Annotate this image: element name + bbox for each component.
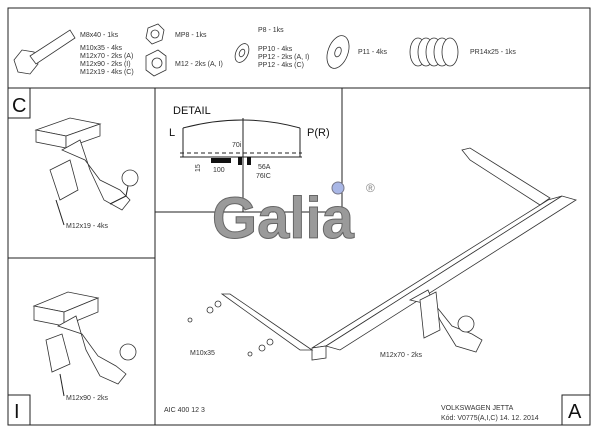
- view-a-letter-box: [561, 394, 591, 426]
- reinforcement-bar: [211, 158, 231, 163]
- logo-registered: ®: [366, 181, 375, 195]
- bumper-outline: [182, 119, 301, 129]
- footer-kod: Kód: V0775(A,I,C) 14. 12. 2014: [441, 415, 539, 422]
- detail-left-label: L: [169, 127, 175, 139]
- washer-p11-label: P11 - 4ks: [358, 49, 388, 56]
- panel-c-callout: M12x19 - 4ks: [66, 223, 109, 230]
- washer-large-icon: [326, 35, 350, 69]
- hitch-bracket-right: [247, 157, 251, 165]
- panel-i-leader: [59, 373, 65, 397]
- main-callout-m12: M12x70 - 2ks: [380, 352, 423, 359]
- bolt-label-m12x90: M12x90 - 2ks (I): [80, 61, 131, 68]
- panel-c-letter-box: [7, 87, 31, 119]
- view-a-letter: A: [568, 401, 582, 423]
- bolt-label-m12x19: M12x19 - 4ks (C): [80, 69, 134, 76]
- galia-logo: Galia ®: [212, 181, 376, 252]
- washer-small-icon: [234, 43, 250, 63]
- dim-56a: 56A: [258, 164, 271, 171]
- bolt-label-m8: M8x40 - 1ks: [80, 32, 119, 39]
- nut-m12-label: M12 - 2ks (A, I): [175, 61, 223, 68]
- washer-pp10-label: PP10 - 4ks: [258, 46, 293, 53]
- spring-icon: [409, 37, 459, 67]
- dim-70: 70i: [232, 142, 242, 149]
- panel-c-letter: C: [12, 95, 26, 117]
- main-callout-m10: M10x35: [190, 350, 215, 357]
- tow-hook-i-illustration: [32, 291, 137, 385]
- panel-i-callout: M12x90 - 2ks: [66, 395, 109, 402]
- detail-box: [154, 87, 343, 213]
- bolt-label-m10: M10x35 - 4ks: [80, 45, 123, 52]
- panel-i-letter-box: [7, 394, 31, 426]
- panel-c-leader: [55, 199, 65, 226]
- detail-right-label: P(R): [307, 127, 330, 139]
- nut-m12-icon: [145, 49, 167, 77]
- logo-dot: [331, 181, 345, 195]
- bolt-label-m12x70: M12x70 - 2ks (A): [80, 53, 133, 60]
- panel-i-letter: I: [14, 401, 20, 423]
- washer-pp12-c-label: PP12 - 4ks (C): [258, 62, 304, 69]
- dim-100: 100: [213, 167, 225, 174]
- logo-text: Galia: [212, 186, 355, 251]
- footer-code: AIC 400 12 3: [164, 407, 205, 414]
- nut-mp8-icon: [145, 23, 165, 45]
- tow-bar-main-illustration: [220, 147, 577, 361]
- washer-pp12-ai-label: PP12 - 2ks (A, I): [258, 54, 309, 61]
- bolt-icon: [13, 29, 76, 75]
- dim-15: 15: [195, 164, 202, 172]
- footer-vehicle: VOLKSWAGEN JETTA: [441, 405, 514, 412]
- detail-title: DETAIL: [173, 105, 211, 117]
- washer-p8-label: P8 - 1ks: [258, 27, 284, 34]
- hitch-bracket-left: [238, 157, 242, 165]
- dim-76ic: 76IC: [256, 173, 271, 180]
- m10-bolt-stack-icon: [187, 300, 274, 357]
- tow-hook-c-illustration: [34, 117, 139, 211]
- nut-mp8-label: MP8 - 1ks: [175, 32, 207, 39]
- outer-frame: [7, 7, 591, 426]
- spring-label: PR14x25 - 1ks: [470, 49, 516, 56]
